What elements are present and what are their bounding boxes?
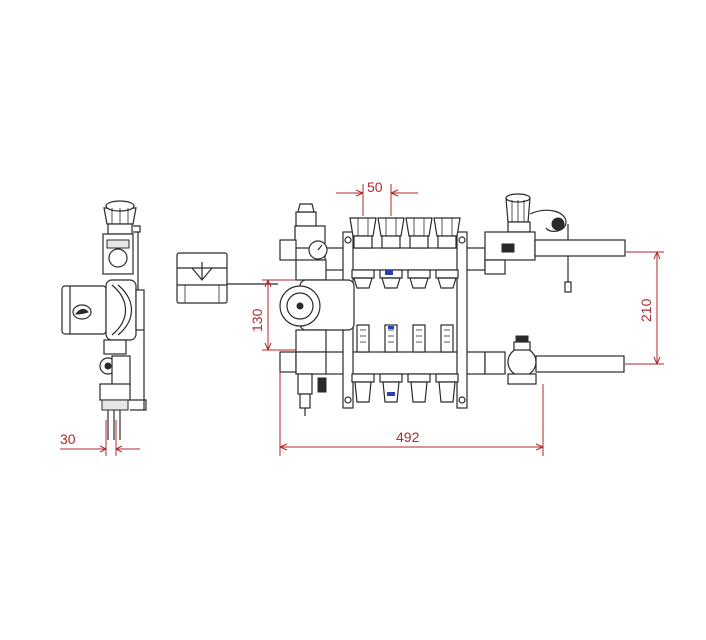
mixing-valve-group bbox=[484, 193, 626, 385]
actuator-detail bbox=[176, 252, 278, 304]
supply-outlets bbox=[349, 217, 461, 289]
dim-pump-height: 130 bbox=[249, 308, 265, 332]
dim-total-width: 492 bbox=[396, 429, 420, 445]
flow-meters bbox=[356, 324, 454, 353]
return-pipe bbox=[535, 355, 625, 373]
dim-side-offset: 30 bbox=[60, 431, 76, 447]
dim-pipe-offset: 210 bbox=[638, 298, 654, 322]
side-view: 30 bbox=[60, 200, 147, 456]
return-outlets bbox=[351, 373, 459, 403]
pump-group bbox=[279, 203, 355, 416]
manifold-front-view bbox=[279, 193, 626, 416]
supply-pipe bbox=[534, 239, 626, 257]
dim-pitch: 50 bbox=[367, 179, 383, 195]
dimension-lines: 50 210 130 492 bbox=[249, 179, 664, 456]
